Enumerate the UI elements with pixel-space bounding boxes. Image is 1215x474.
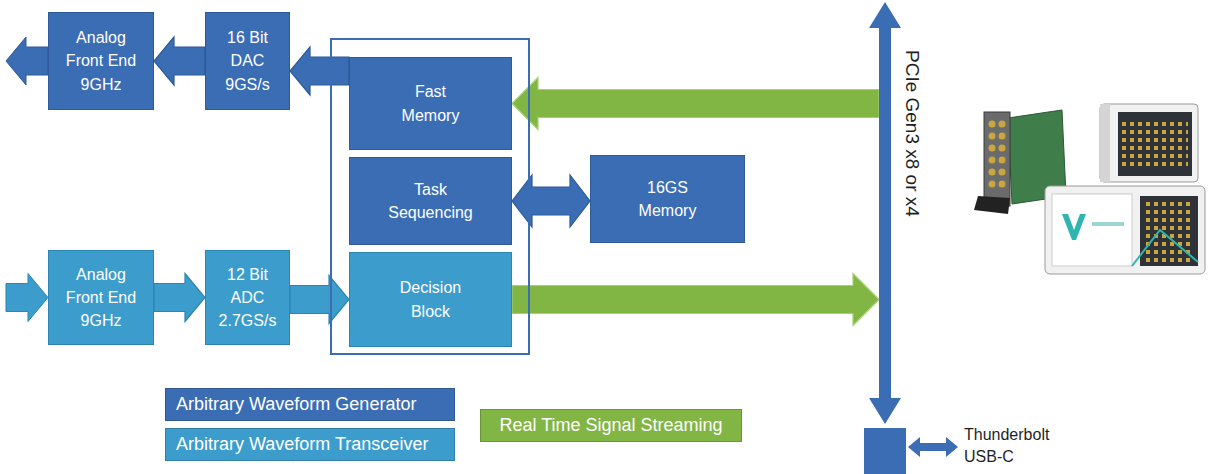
box-label: Fast Memory — [387, 80, 475, 126]
sma-connector — [989, 157, 996, 164]
flow-arrow — [290, 276, 349, 324]
process-box: Task Sequencing — [349, 157, 512, 245]
flow-arrow — [512, 274, 879, 326]
screen-bar — [1092, 222, 1124, 226]
sma-connector — [989, 145, 996, 152]
output-arrow — [6, 37, 48, 85]
process-box: 12 Bit ADC 2.7GS/s — [205, 250, 290, 345]
sma-connector — [989, 133, 996, 140]
legend-text: Real Time Signal Streaming — [499, 415, 722, 436]
unit-front — [1118, 112, 1192, 176]
accent-line — [1132, 230, 1198, 266]
legend-swatch: Arbitrary Waveform Transceiver — [165, 428, 455, 461]
sma-connector — [999, 157, 1006, 164]
box-label: Analog Front End 9GHz — [56, 26, 146, 96]
bus-arrow-shape — [869, 2, 901, 424]
module-handle — [974, 196, 1010, 214]
thunderbolt-bridge-box — [864, 428, 906, 474]
flow-arrow — [512, 175, 590, 227]
sma-connector — [999, 169, 1006, 176]
desktop-unit-small — [1100, 104, 1198, 182]
sma-connector — [999, 121, 1006, 128]
screen-logo — [1062, 214, 1086, 240]
sma-connector — [999, 181, 1006, 188]
bus-bar: PCIe Gen3 x8 or x4 — [879, 2, 891, 424]
process-box: Decision Block — [349, 252, 512, 347]
box-label: Decision Block — [387, 276, 475, 322]
sma-connector — [989, 181, 996, 188]
flow-arrow — [154, 274, 205, 322]
thunderbolt-arrow — [908, 437, 958, 457]
sma-connector — [999, 133, 1006, 140]
box-label: 16GS Memory — [624, 176, 712, 222]
box-label: Task Sequencing — [387, 178, 475, 224]
flow-arrow — [512, 78, 879, 130]
process-box: 16GS Memory — [590, 155, 745, 243]
process-box: 16 Bit DAC 9GS/s — [205, 12, 290, 110]
bus-outline — [865, 2, 905, 424]
sma-connector — [989, 169, 996, 176]
legend-text: Arbitrary Waveform Generator — [176, 394, 416, 415]
bus-label: PCIe Gen3 x8 or x4 — [900, 50, 923, 217]
unit-screen — [1052, 194, 1132, 266]
legend-text: Arbitrary Waveform Transceiver — [176, 434, 428, 455]
process-box: Analog Front End 9GHz — [48, 12, 154, 110]
box-label: 12 Bit ADC 2.7GS/s — [217, 263, 279, 333]
sma-connector — [999, 145, 1006, 152]
flow-arrow — [290, 47, 349, 95]
unit-body — [1100, 104, 1198, 182]
process-box: Analog Front End 9GHz — [48, 250, 154, 345]
desktop-unit-large — [1045, 186, 1205, 274]
legend-swatch: Arbitrary Waveform Generator — [165, 388, 455, 421]
process-box: Fast Memory — [349, 57, 512, 150]
group-box: Fast MemoryTask SequencingDecision Block — [330, 38, 530, 355]
flow-arrow — [154, 37, 205, 85]
input-arrow — [6, 274, 48, 322]
sma-connector — [989, 121, 996, 128]
port-label: Thunderbolt USB-C — [964, 424, 1064, 469]
unit-body — [1045, 186, 1205, 274]
box-label: Analog Front End 9GHz — [56, 263, 146, 333]
box-label: 16 Bit DAC 9GS/s — [217, 26, 279, 96]
front-panel — [984, 112, 1010, 206]
unit-side — [1100, 104, 1110, 182]
port-grid — [1122, 118, 1188, 170]
legend-swatch: Real Time Signal Streaming — [480, 409, 742, 442]
